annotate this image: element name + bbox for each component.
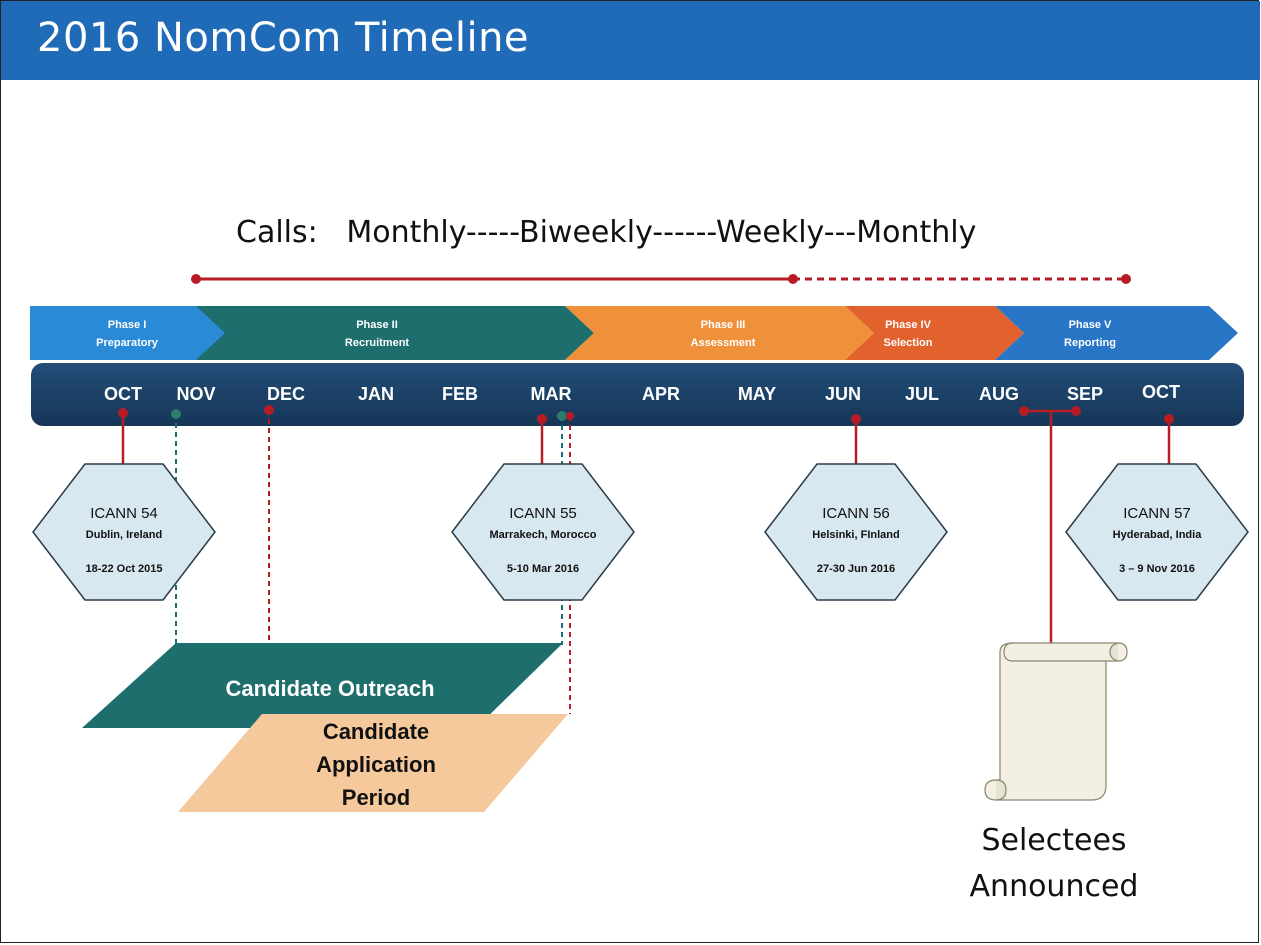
icann57-hexagon [1065,463,1249,601]
calls-mid-dot [788,274,798,284]
outreach-end-dot [557,411,567,421]
scroll-icon [984,642,1128,801]
phase-1-subtitle: Preparatory [96,337,159,349]
month-label: JAN [358,384,394,404]
month-label: JUL [905,384,939,404]
phase-3-name: Phase III [701,319,746,331]
phase-3-chevron [565,306,874,360]
calls-end-dot [1121,274,1131,284]
icann57-name: ICANN 57 [1123,505,1191,522]
phase-2-chevron [196,306,594,360]
icann54-name: ICANN 54 [90,505,158,522]
application-label-line3: Period [342,785,410,810]
month-label: NOV [176,384,215,404]
icann55-dot [537,414,547,424]
calls-label: Calls: Monthly-----Biweekly------Weekly-… [236,215,976,250]
icann57-dot [1164,414,1174,424]
phase-2-name: Phase II [356,319,398,331]
month-label: FEB [442,384,478,404]
phase-3-subtitle: Assessment [691,337,756,349]
slide-title: 2016 NomCom Timeline [37,15,530,61]
candidate-outreach-shape [82,643,563,728]
application-label-line1: Candidate [323,719,429,744]
icann54-location: Dublin, Ireland [86,529,162,541]
icann56-dot [851,414,861,424]
icann54-dot [118,408,128,418]
selectees-start-dot [1019,406,1029,416]
phase-4-subtitle: Selection [884,337,933,349]
icann54-dates: 18-22 Oct 2015 [85,563,162,575]
icann56-hexagon [764,463,948,601]
month-label: MAY [738,384,776,404]
phase-5-subtitle: Reporting [1064,337,1116,349]
application-start-dot [264,405,274,415]
month-label: MAR [531,384,572,404]
month-label: DEC [267,384,305,404]
icann56-name: ICANN 56 [822,505,890,522]
selectees-end-dot [1071,406,1081,416]
icann56-location: Helsinki, FInland [812,529,899,541]
phase-1-name: Phase I [108,319,147,331]
icann55-dates: 5-10 Mar 2016 [507,563,579,575]
icann55-location: Marrakech, Morocco [490,529,597,541]
candidate-outreach-label: Candidate Outreach [225,676,434,701]
phase-4-chevron [845,306,1024,360]
month-label: OCT [104,384,142,404]
icann57-location: Hyderabad, India [1113,529,1203,541]
month-label: OCT [1142,382,1180,402]
month-label: APR [642,384,680,404]
icann57-dates: 3 – 9 Nov 2016 [1119,563,1195,575]
month-label: JUN [825,384,861,404]
outreach-start-dot [171,409,181,419]
application-end-dot [566,412,574,420]
month-bar [31,363,1244,426]
month-label: SEP [1067,384,1103,404]
phase-1-chevron [30,306,228,360]
selectees-label-line2: Announced [970,869,1139,904]
phase-5-chevron [995,306,1238,360]
icann55-hexagon [451,463,635,601]
candidate-application-shape [178,714,568,812]
title-bar: 2016 NomCom Timeline [1,1,1260,80]
phase-4-name: Phase IV [885,319,932,331]
calls-start-dot [191,274,201,284]
icann55-name: ICANN 55 [509,505,577,522]
phase-2-subtitle: Recruitment [345,337,410,349]
selectees-label-line1: Selectees [981,823,1126,858]
icann56-dates: 27-30 Jun 2016 [817,563,895,575]
icann54-hexagon [32,463,216,601]
month-label: AUG [979,384,1019,404]
application-label-line2: Application [316,752,436,777]
phase-5-name: Phase V [1069,319,1112,331]
